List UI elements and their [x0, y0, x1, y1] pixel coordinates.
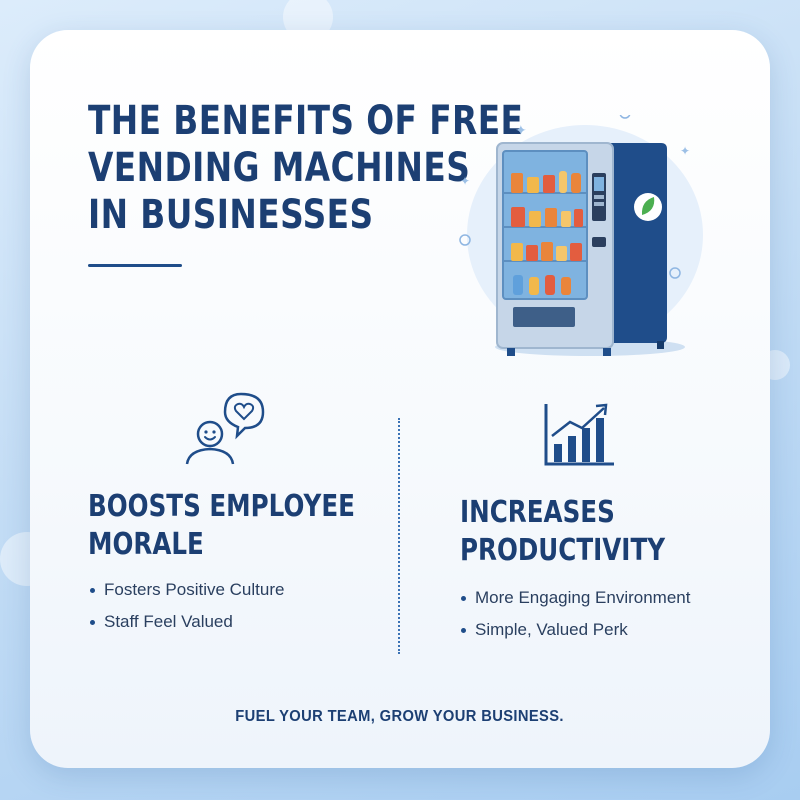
- smiley-heart-speech-icon: [185, 392, 265, 465]
- tagline: FUEL YOUR TEAM, GROW YOUR BUSINESS.: [0, 708, 800, 726]
- list-item: Staff Feel Valued: [90, 606, 284, 638]
- title-underline: [88, 264, 182, 267]
- title-line: VENDING MACHINES: [88, 145, 471, 191]
- column-divider: [398, 418, 400, 654]
- heading-line: PRODUCTIVITY: [460, 533, 666, 568]
- bullet-text: Staff Feel Valued: [104, 612, 233, 631]
- title-line: IN BUSINESSES: [88, 192, 374, 238]
- page-title: THE BENEFITS OF FREE VENDING MACHINES IN…: [88, 98, 524, 239]
- benefit-heading: INCREASES PRODUCTIVITY: [460, 494, 665, 570]
- svg-text:✦: ✦: [515, 122, 527, 138]
- benefit-bullet-list: More Engaging Environment Simple, Valued…: [461, 582, 690, 646]
- bullet-dot: [461, 595, 466, 601]
- bullet-text: More Engaging Environment: [475, 588, 691, 607]
- heading-line: INCREASES: [460, 495, 615, 530]
- vending-machine-icon: ✦ ✦ ✦: [459, 115, 703, 356]
- tagline-text: FUEL YOUR TEAM, GROW YOUR BUSINESS.: [235, 708, 565, 725]
- bullet-text: Simple, Valued Perk: [475, 620, 628, 639]
- heading-line: MORALE: [88, 527, 204, 562]
- growth-chart-icon: [544, 403, 614, 466]
- list-item: Simple, Valued Perk: [461, 614, 690, 646]
- bullet-dot: [461, 627, 466, 633]
- title-line: THE BENEFITS OF FREE: [88, 98, 524, 144]
- benefit-heading: BOOSTS EMPLOYEE MORALE: [88, 488, 355, 564]
- benefit-bullet-list: Fosters Positive Culture Staff Feel Valu…: [90, 574, 284, 638]
- list-item: Fosters Positive Culture: [90, 574, 284, 606]
- list-item: More Engaging Environment: [461, 582, 690, 614]
- heading-line: BOOSTS EMPLOYEE: [88, 489, 355, 524]
- svg-text:✦: ✦: [460, 174, 470, 188]
- bullet-text: Fosters Positive Culture: [104, 580, 285, 599]
- bullet-dot: [90, 619, 95, 625]
- bullet-dot: [90, 587, 95, 593]
- svg-text:✦: ✦: [680, 144, 690, 158]
